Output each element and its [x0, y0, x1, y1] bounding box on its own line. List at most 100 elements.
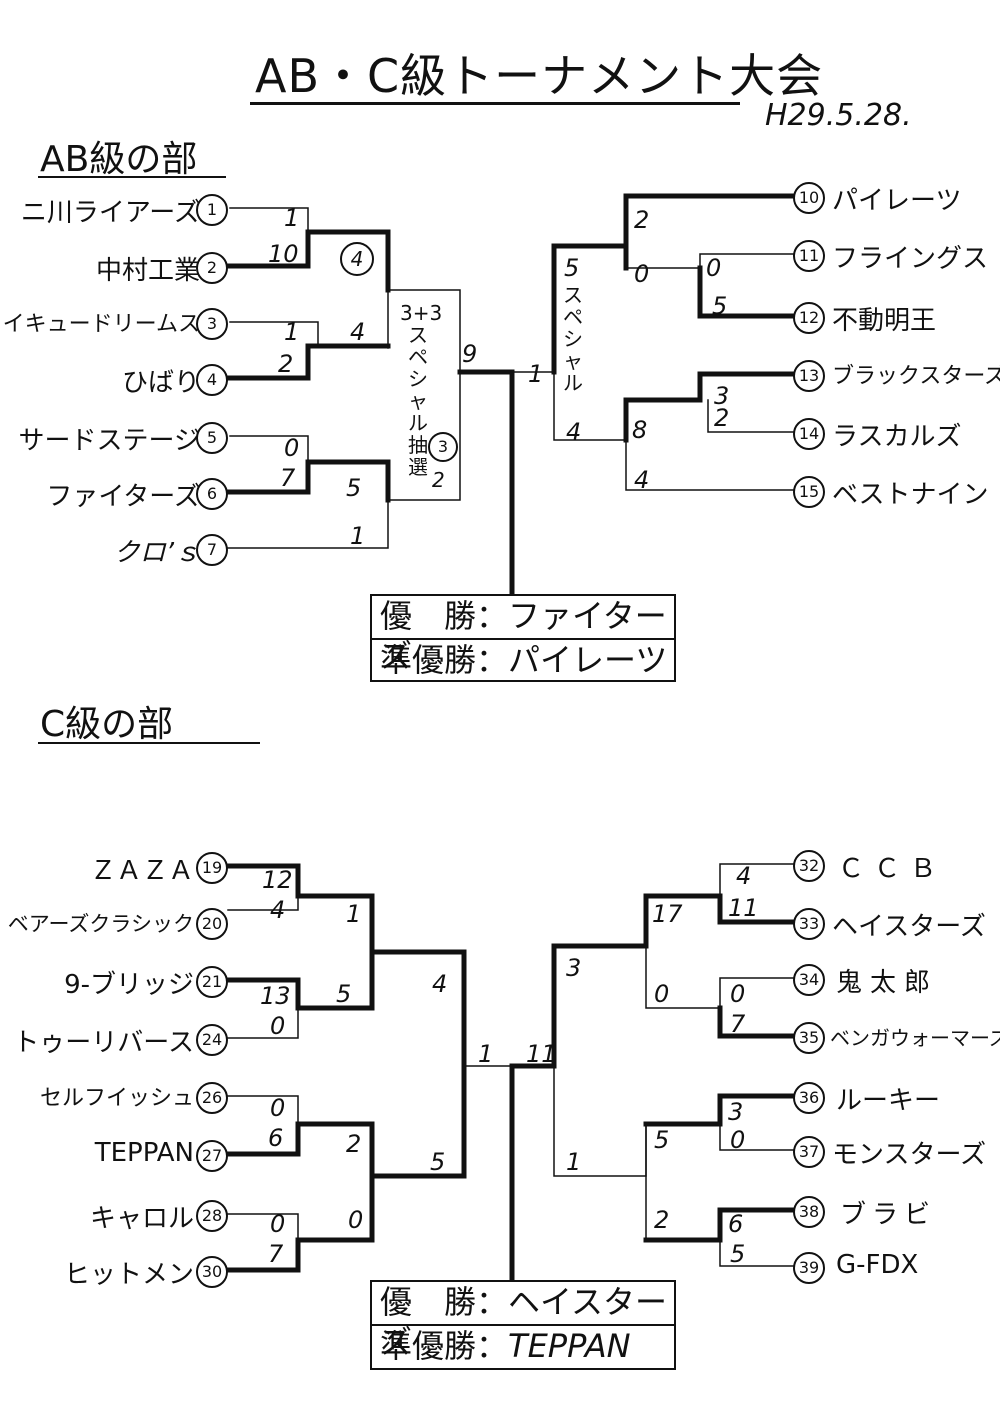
c-score: 3: [566, 954, 582, 982]
ab-team-2-name: 中村工業: [95, 256, 200, 286]
ab-score: 7: [280, 464, 296, 492]
ab-score: 10: [268, 240, 299, 268]
ab-score: 2: [634, 206, 650, 234]
ab-team-7-seed: 7: [196, 534, 228, 566]
ab-team-1-seed: 1: [196, 194, 228, 226]
ab-team-13-name: ブラックスターズ: [832, 364, 1000, 389]
c-score: 0: [270, 1094, 286, 1122]
c-team-37-seed: 37: [793, 1136, 825, 1168]
c-team-26-seed: 26: [196, 1082, 228, 1114]
c-score: 4: [270, 896, 286, 924]
ab-team-3-seed: 3: [196, 308, 228, 340]
ab-team-5-seed: 5: [196, 422, 228, 454]
c-score: 12: [262, 866, 293, 894]
c-score: 2: [346, 1130, 362, 1158]
c-score: 6: [728, 1210, 744, 1238]
ab-score: 5: [564, 254, 580, 282]
ab-team-5-name: サードステージ: [18, 426, 200, 456]
ab-runner-row: 準優勝：パイレーツ: [372, 638, 674, 679]
c-score: 0: [654, 980, 670, 1008]
c-score: 0: [730, 980, 746, 1008]
c-team-27-name: TEPPAN: [94, 1138, 194, 1168]
ab-score: 5: [346, 474, 362, 502]
c-score: 11: [526, 1040, 557, 1068]
ab-score: 2: [432, 468, 445, 492]
ab-score: 2: [714, 404, 730, 432]
c-team-19-seed: 19: [196, 852, 228, 884]
c-team-33-seed: 33: [793, 908, 825, 940]
c-team-37-name: モンスターズ: [832, 1140, 987, 1170]
c-score: 7: [268, 1240, 284, 1268]
c-team-39-name: G-FDX: [836, 1250, 919, 1280]
ab-runner: パイレーツ: [508, 641, 668, 679]
ab-team-4-seed: 4: [196, 364, 228, 396]
c-team-20-seed: 20: [196, 908, 228, 940]
c-team-35-seed: 35: [793, 1022, 825, 1054]
c-score: 5: [430, 1148, 446, 1176]
c-team-38-seed: 38: [793, 1196, 825, 1228]
c-score: 0: [730, 1126, 746, 1154]
ab-team-10-name: パイレーツ: [832, 186, 962, 216]
ab-team-14-name: ラスカルズ: [832, 422, 962, 452]
c-team-20-name: ベアーズクラシック: [7, 912, 194, 936]
ab-winner-label: 優 勝：: [380, 597, 509, 635]
ab-team-6-name: ファイターズ: [46, 482, 200, 512]
ab-score: 2: [278, 350, 294, 378]
c-team-24-seed: 24: [196, 1024, 228, 1056]
c-runner-row: 準優勝：TEPPAN: [372, 1324, 674, 1365]
ab-score: 1: [350, 522, 366, 550]
c-team-32-seed: 32: [793, 850, 825, 882]
ab-score: 1: [284, 318, 300, 346]
c-score: 17: [652, 900, 683, 928]
date-label: H29.5.28.: [765, 98, 912, 133]
c-team-39-seed: 39: [793, 1252, 825, 1284]
c-team-26-name: セルフイッシュ: [39, 1086, 194, 1111]
c-score: 4: [736, 862, 752, 890]
ab-special-note: 3+3スペシャル抽選: [400, 301, 443, 479]
ab-score: 1: [528, 360, 544, 388]
ab-team-12-name: 不動明王: [832, 306, 937, 336]
ab-score-circled: 3: [428, 432, 458, 462]
c-team-28-seed: 28: [196, 1200, 228, 1232]
ab-score: 4: [566, 418, 582, 446]
ab-section-heading: AB級の部: [40, 139, 198, 180]
c-score: 5: [654, 1126, 670, 1154]
c-winner-row: 優 勝：ヘイスターズ: [372, 1282, 674, 1361]
c-score: 1: [566, 1148, 582, 1176]
ab-score: 4: [634, 466, 650, 494]
ab-heading-underline: [38, 176, 226, 178]
ab-team-3-name: メイキュードリームス: [0, 312, 200, 337]
c-team-21-name: 9-ブリッジ: [64, 970, 194, 1000]
c-team-24-name: トゥーリバース: [13, 1028, 194, 1058]
c-section-heading: C級の部: [40, 704, 174, 745]
c-score: 1: [346, 900, 362, 928]
c-score: 5: [336, 980, 352, 1008]
ab-team-11-seed: 11: [793, 240, 825, 272]
c-score: 1: [478, 1040, 494, 1068]
ab-team-15-seed: 15: [793, 476, 825, 508]
title-underline: [250, 102, 740, 105]
c-team-36-name: ルーキー: [836, 1086, 941, 1116]
c-team-32-name: ＣＣＢ: [838, 854, 947, 884]
ab-score: 0: [634, 260, 650, 288]
c-team-38-name: ブラビ: [840, 1200, 937, 1230]
ab-score: 4: [350, 318, 366, 346]
c-score: 0: [270, 1012, 286, 1040]
ab-runner-label: 準優勝：: [380, 641, 509, 679]
c-team-36-seed: 36: [793, 1082, 825, 1114]
c-heading-underline: [38, 742, 260, 744]
c-team-21-seed: 21: [196, 966, 228, 998]
c-result-box: 優 勝：ヘイスターズ 準優勝：TEPPAN: [370, 1280, 676, 1370]
ab-score: 9: [462, 340, 478, 368]
ab-team-10-seed: 10: [793, 182, 825, 214]
ab-score: 0: [284, 434, 300, 462]
c-team-30-name: ヒットメン: [63, 1260, 194, 1290]
ab-result-box: 優 勝：ファイターズ 準優勝：パイレーツ: [370, 594, 676, 682]
c-score: 3: [728, 1098, 744, 1126]
ab-team-4-name: ひばり: [121, 368, 200, 398]
c-runner-label: 準優勝：: [380, 1327, 509, 1365]
ab-team-14-seed: 14: [793, 418, 825, 450]
ab-team-7-name: クロ’ｓ: [113, 538, 200, 568]
c-team-33-name: ヘイスターズ: [832, 912, 986, 942]
